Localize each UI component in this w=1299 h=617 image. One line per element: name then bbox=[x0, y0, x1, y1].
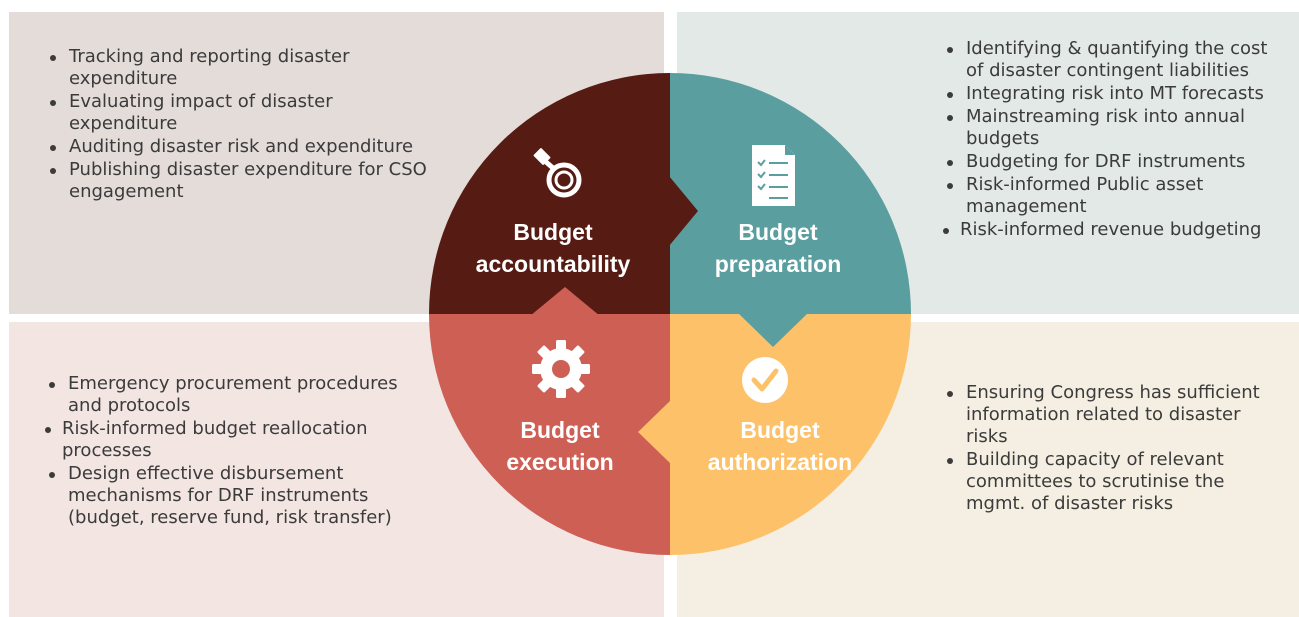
authorization-quadrant bbox=[670, 314, 911, 555]
list-item: Risk-informed revenue budgeting bbox=[934, 219, 1284, 241]
authorization-list: Ensuring Congress has sufficient informa… bbox=[934, 382, 1264, 516]
list-item: Auditing disaster risk and expenditure bbox=[37, 136, 437, 158]
arrow-accountability-to-preparation bbox=[669, 176, 698, 246]
arrow-execution-to-accountability bbox=[530, 287, 600, 316]
preparation-label-line1: Budget bbox=[738, 219, 818, 245]
list-item: Building capacity of relevant committees… bbox=[934, 449, 1264, 515]
list-item: Design effective disbursement mechanisms… bbox=[36, 463, 416, 529]
accountability-quadrant bbox=[429, 73, 670, 314]
arrow-authorization-to-execution bbox=[638, 400, 671, 464]
list-item: Mainstreaming risk into annual budgets bbox=[934, 106, 1284, 150]
list-item: Risk-informed Public asset management bbox=[934, 174, 1284, 218]
list-item: Identifying & quantifying the cost of di… bbox=[934, 38, 1284, 82]
authorization-label-line1: Budget bbox=[740, 417, 820, 443]
list-item: Risk-informed budget reallocation proces… bbox=[36, 418, 416, 462]
accountability-label-line1: Budget bbox=[513, 219, 593, 245]
list-item: Evaluating impact of disaster expenditur… bbox=[37, 91, 437, 135]
arrow-preparation-to-authorization bbox=[738, 313, 808, 347]
preparation-label: Budget preparation bbox=[668, 216, 888, 280]
execution-label: Budget execution bbox=[450, 414, 670, 478]
execution-label-line2: execution bbox=[506, 449, 614, 475]
list-item: Publishing disaster expenditure for CSO … bbox=[37, 159, 437, 203]
authorization-label: Budget authorization bbox=[670, 414, 890, 478]
list-item: Tracking and reporting disaster expendit… bbox=[37, 46, 437, 90]
preparation-label-line2: preparation bbox=[714, 251, 842, 277]
accountability-list: Tracking and reporting disaster expendit… bbox=[37, 46, 437, 204]
authorization-label-line2: authorization bbox=[707, 449, 853, 475]
preparation-list: Identifying & quantifying the cost of di… bbox=[934, 38, 1284, 242]
list-item: Emergency procurement procedures and pro… bbox=[36, 373, 416, 417]
checkmark-circle-icon bbox=[742, 357, 788, 403]
execution-quadrant bbox=[429, 314, 670, 555]
list-item: Ensuring Congress has sufficient informa… bbox=[934, 382, 1264, 448]
execution-label-line1: Budget bbox=[520, 417, 600, 443]
gear-icon bbox=[532, 340, 590, 398]
checklist-document-icon bbox=[752, 145, 795, 206]
accountability-label-line2: accountability bbox=[475, 251, 631, 277]
accountability-label: Budget accountability bbox=[443, 216, 663, 280]
list-item: Integrating risk into MT forecasts bbox=[934, 83, 1284, 105]
list-item: Budgeting for DRF instruments bbox=[934, 151, 1284, 173]
execution-list: Emergency procurement procedures and pro… bbox=[36, 373, 416, 530]
magnifying-glass-icon bbox=[533, 148, 582, 198]
